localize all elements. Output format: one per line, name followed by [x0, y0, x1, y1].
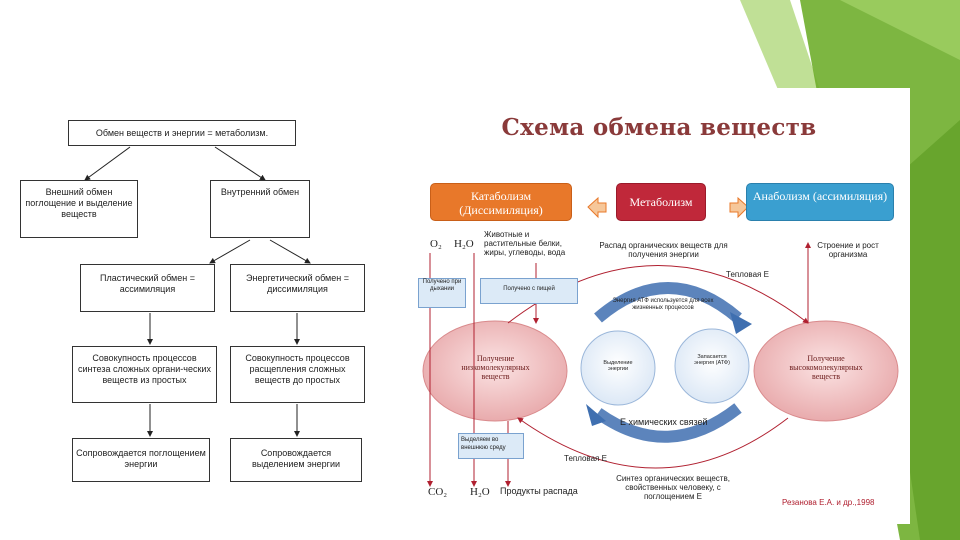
excrete-box: Выделяем во внешнюю среду: [458, 433, 524, 459]
high-molecular-label: Получение высокомолекулярных веществ: [789, 354, 863, 381]
heat-top-label: Тепловая Е: [726, 270, 769, 279]
heat-bottom-label: Тепловая Е: [564, 454, 607, 463]
energy-release-box: Сопровождается выделением энергии: [230, 438, 362, 482]
metabolism-header: Метаболизм: [616, 183, 706, 221]
energy-release-label: Выделение энергии: [603, 360, 633, 372]
decay-products-label: Продукты распада: [500, 486, 578, 496]
from-food-box: Получено с пищей: [480, 278, 578, 304]
metabolism-scheme-diagram: Схема обмена веществ: [408, 88, 910, 524]
plastic-exchange-box: Пластический обмен = ассимиляция: [80, 264, 215, 312]
breakdown-label: Распад органических веществ для получени…: [599, 241, 728, 259]
scheme-title: Схема обмена веществ: [501, 114, 817, 141]
catabolism-header: Катаболизм (Диссимиляция): [430, 183, 572, 221]
atp-usage-label: Энергия АТФ используется для всех жизнен…: [612, 298, 714, 311]
h2o-top-label: H₂O: [454, 238, 474, 250]
external-exchange-box: Внешний обмен поглощение и выделение вещ…: [20, 180, 138, 238]
low-molecular-label: Получение низкомолекулярных веществ: [461, 354, 530, 381]
author-credit: Резанова Е.А. и др.,1998: [782, 498, 875, 507]
plastic-description-box: Совокупность процессов синтеза сложных о…: [72, 346, 217, 403]
left-connectors: [84, 146, 311, 437]
h2o-bottom-label: H₂O: [470, 486, 490, 498]
energy-store-label: Запасается энергия (АТФ): [694, 354, 730, 366]
co2-label: CO₂: [428, 486, 448, 498]
structure-growth-label: Строение и рост организма: [817, 241, 879, 259]
from-breath-box: Получено при дыхании: [418, 278, 466, 308]
metabolism-box: Обмен веществ и энергии = метаболизм.: [68, 120, 296, 146]
internal-exchange-box: Внутренний обмен: [210, 180, 310, 238]
energy-description-box: Совокупность процессов расщепления сложн…: [230, 346, 365, 403]
anabolism-header: Анаболизм (ассимиляция): [746, 183, 894, 221]
energy-exchange-box: Энергетический обмен = диссимиляция: [230, 264, 365, 312]
chemical-bonds-label: Е химических связей: [620, 417, 708, 427]
o2-label: O₂: [430, 238, 442, 250]
plastic-energy-box: Сопровождается поглощением энергии: [72, 438, 210, 482]
synthesis-label: Синтез органических веществ, свойственны…: [616, 474, 730, 501]
food-sources-label: Животные и растительные белки, жиры, угл…: [484, 230, 566, 257]
metabolism-overview-diagram: Обмен веществ и энергии = метаболизм. Вн…: [10, 110, 375, 490]
